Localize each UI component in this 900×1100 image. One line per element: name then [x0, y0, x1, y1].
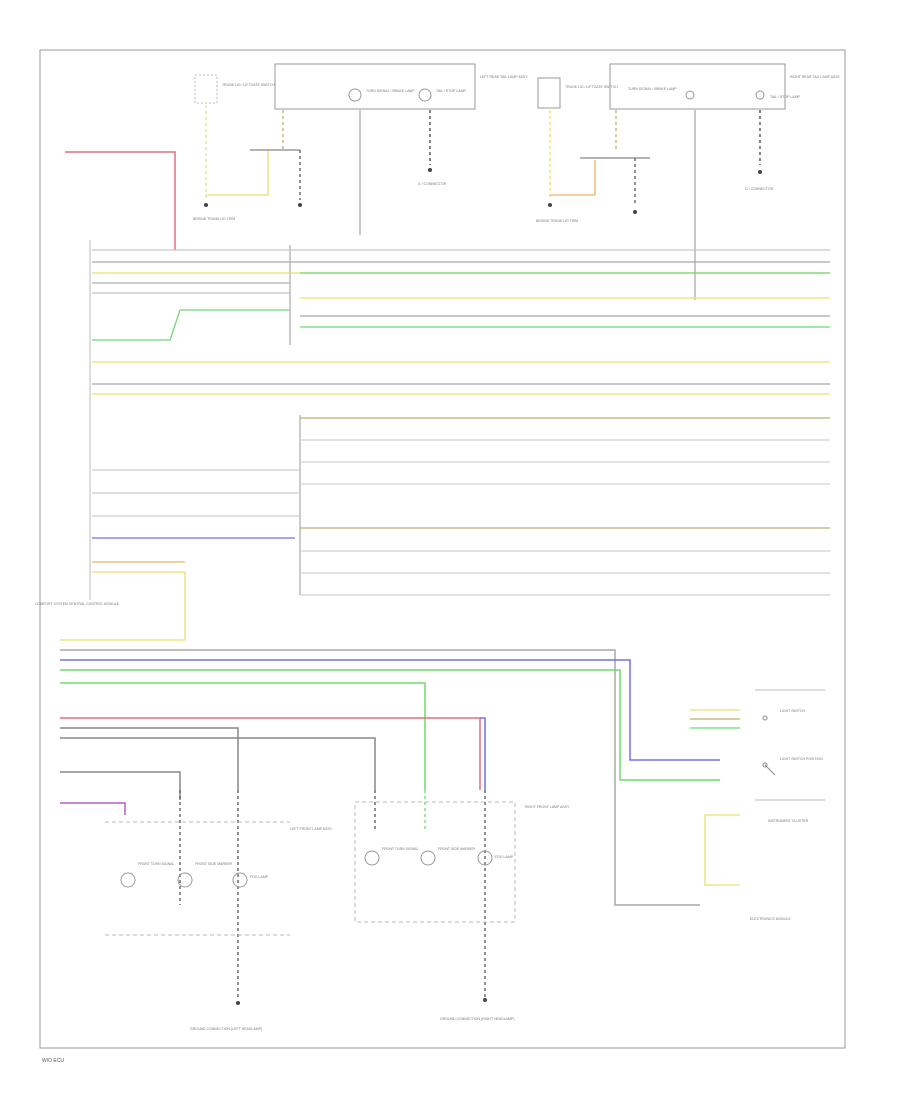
center-lamp-c-label: FOG LAMP [495, 855, 514, 859]
bus-wires [60, 249, 830, 641]
top-wires [205, 105, 761, 300]
right-module-label: INSTRUMENT CLUSTER [768, 819, 809, 823]
center-front-group-label: RIGHT FRONT LAMP ASSY [525, 805, 570, 809]
right-lamp-box-label: RIGHT REAR TAIL LAMP ASSY [790, 75, 841, 79]
left-lamp-a-label: FRONT TURN SIGNAL [138, 862, 174, 866]
center-lamp-b-label: FRONT SIDE MARKER [438, 847, 476, 851]
diagram-frame [39, 49, 846, 1049]
center-ground-label: GROUND CONNECTION (RIGHT HEADLAMP) [440, 1017, 514, 1021]
right-trunk-switch: TRUNK LID / LIFTGATE SWITCH [537, 77, 618, 109]
left-lamp-c-label: FOG LAMP [250, 875, 269, 879]
left-lamp-1-label: TURN SIGNAL / BRAKE LAMP [366, 89, 415, 93]
right-switch-label: TRUNK LID / LIFTGATE SWITCH [565, 85, 618, 89]
red-feed-wire [65, 151, 176, 250]
left-lamp-2-label: TAIL / STOP LAMP [436, 89, 466, 93]
right-lamp-2-label: TAIL / STOP LAMP [770, 95, 800, 99]
left-lamp-b-label: FRONT SIDE MARKER [195, 862, 233, 866]
right-tail-lamp-assy: TURN SIGNAL / BRAKE LAMP TAIL / STOP LAM… [609, 63, 841, 110]
lower-wires [60, 649, 720, 906]
left-lamp-box-label: LEFT REAR TAIL LAMP ASSY [480, 75, 528, 79]
ground-2-label: BEHIND TRUNK LID TRIM [193, 217, 235, 221]
ground-3-label: G / CONNECTOR [745, 187, 774, 191]
top-grounds: G / CONNECTOR BEHIND TRUNK LID TRIM G / … [193, 168, 774, 223]
left-ground-label: GROUND CONNECTION (LEFT HEADLAMP) [190, 1027, 262, 1031]
right-switch-a-label: LIGHT SWITCH [780, 709, 805, 713]
right-front-lamp-assy: FRONT TURN SIGNAL FRONT SIDE MARKER FOG … [354, 801, 570, 1021]
page-label: W/O ECU [42, 1058, 64, 1064]
left-front-lamp-assy: FRONT TURN SIGNAL FRONT SIDE MARKER FOG … [105, 821, 333, 1031]
lower-vertical-wires [179, 790, 486, 1000]
center-lamp-a-label: FRONT TURN SIGNAL [382, 847, 418, 851]
left-front-group-label: LEFT FRONT LAMP ASSY [290, 827, 333, 831]
ground-1-label: G / CONNECTOR [418, 182, 447, 186]
module-label: COMFORT SYSTEM CENTRAL CONTROL MODULE [35, 602, 120, 606]
left-switch-label: TRUNK LID / LIFTGATE SWITCH [222, 83, 275, 87]
right-module-note-label: ELECTRONICS MODULE [750, 917, 792, 921]
ground-4-label: BEHIND TRUNK LID TRIM [536, 219, 578, 223]
left-tail-lamp-assy: TURN SIGNAL / BRAKE LAMP TAIL / STOP LAM… [274, 63, 528, 110]
right-switch-b-label: LIGHT SWITCH POSITION [780, 757, 823, 761]
light-switch-group: LIGHT SWITCH LIGHT SWITCH POSITION INSTR… [690, 689, 825, 921]
right-lamp-1-label: TURN SIGNAL / BRAKE LAMP [628, 87, 677, 91]
left-trunk-switch: TRUNK LID / LIFTGATE SWITCH [194, 74, 275, 104]
